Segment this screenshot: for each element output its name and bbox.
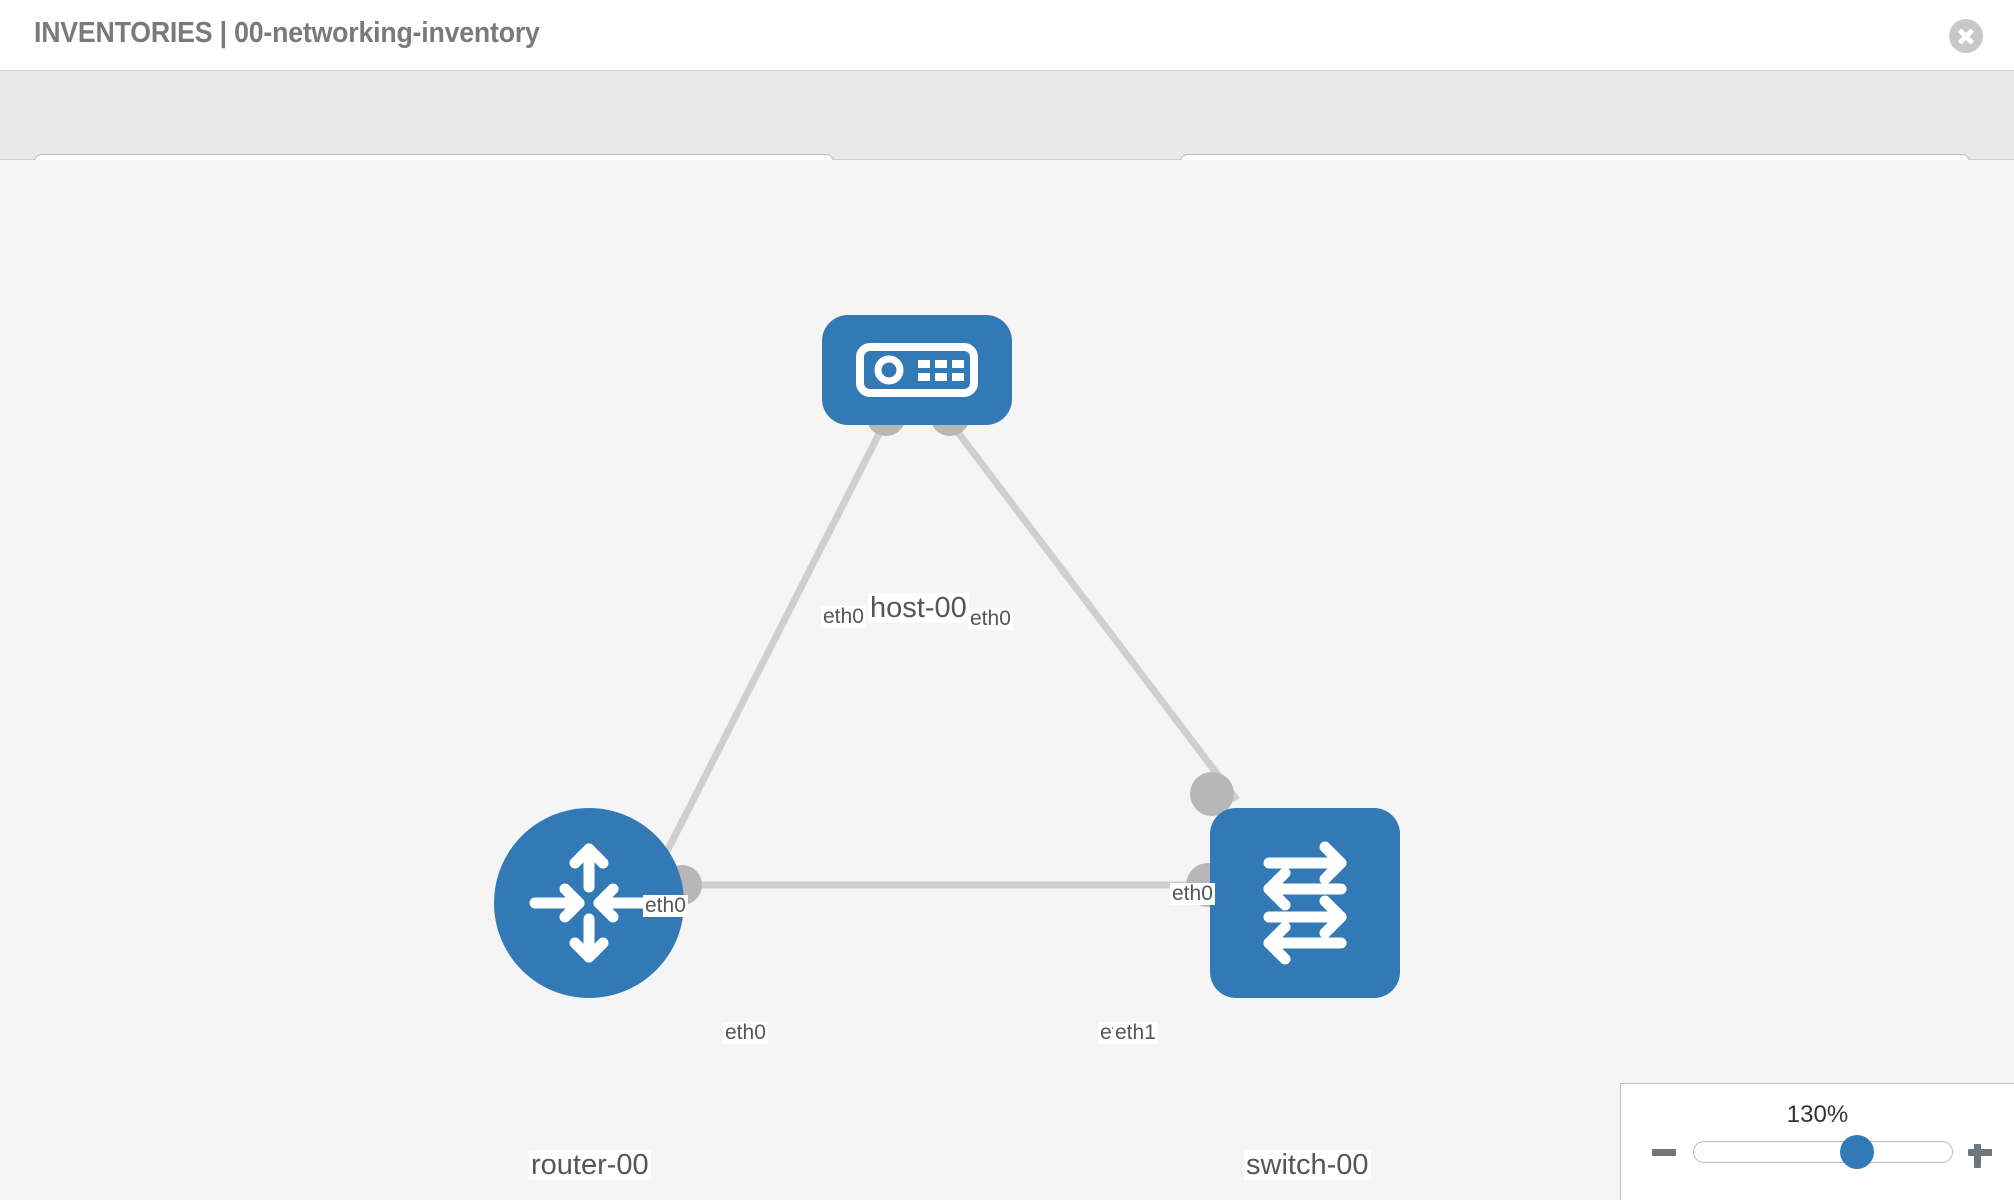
page-title: INVENTORIES | 00-networking-inventory	[34, 17, 540, 49]
iface-label-switch-up: eth0	[1170, 882, 1215, 906]
topology-canvas[interactable]: host-00 eth0 eth0	[0, 160, 2014, 1200]
iface-label-host-right: eth0	[968, 607, 1013, 631]
zoom-out-button[interactable]	[1649, 1137, 1679, 1167]
link-host-router	[651, 420, 889, 877]
zoom-slider-track[interactable]	[1693, 1135, 1953, 1169]
iface-label-switch-left-b: eth1	[1113, 1021, 1158, 1045]
zoom-level-value: 130%	[1786, 1101, 1849, 1128]
switch-arrows-icon	[1263, 841, 1347, 965]
node-host-00[interactable]	[822, 315, 1012, 425]
iface-label-router-up: eth0	[643, 894, 688, 918]
iface-label-host-left: eth0	[821, 605, 866, 629]
node-switch-00[interactable]	[1210, 808, 1400, 998]
link-host-switch	[947, 419, 1240, 803]
zoom-control-panel: 130%	[1620, 1083, 2014, 1200]
node-label-switch-00: switch-00	[1244, 1149, 1371, 1181]
server-icon	[856, 343, 978, 397]
zoom-in-button[interactable]	[1965, 1137, 1995, 1168]
iface-label-router-right: eth0	[723, 1021, 768, 1045]
router-arrows-icon	[529, 843, 649, 963]
page-header: INVENTORIES | 00-networking-inventory	[0, 0, 2014, 70]
toolbar: ACTIONS	[0, 70, 2014, 217]
node-label-router-00: router-00	[529, 1149, 651, 1181]
topology-links	[651, 419, 1240, 889]
close-icon[interactable]	[1949, 19, 1983, 53]
zoom-slider-thumb[interactable]	[1839, 1135, 1874, 1169]
node-label-host-00: host-00	[868, 592, 969, 624]
